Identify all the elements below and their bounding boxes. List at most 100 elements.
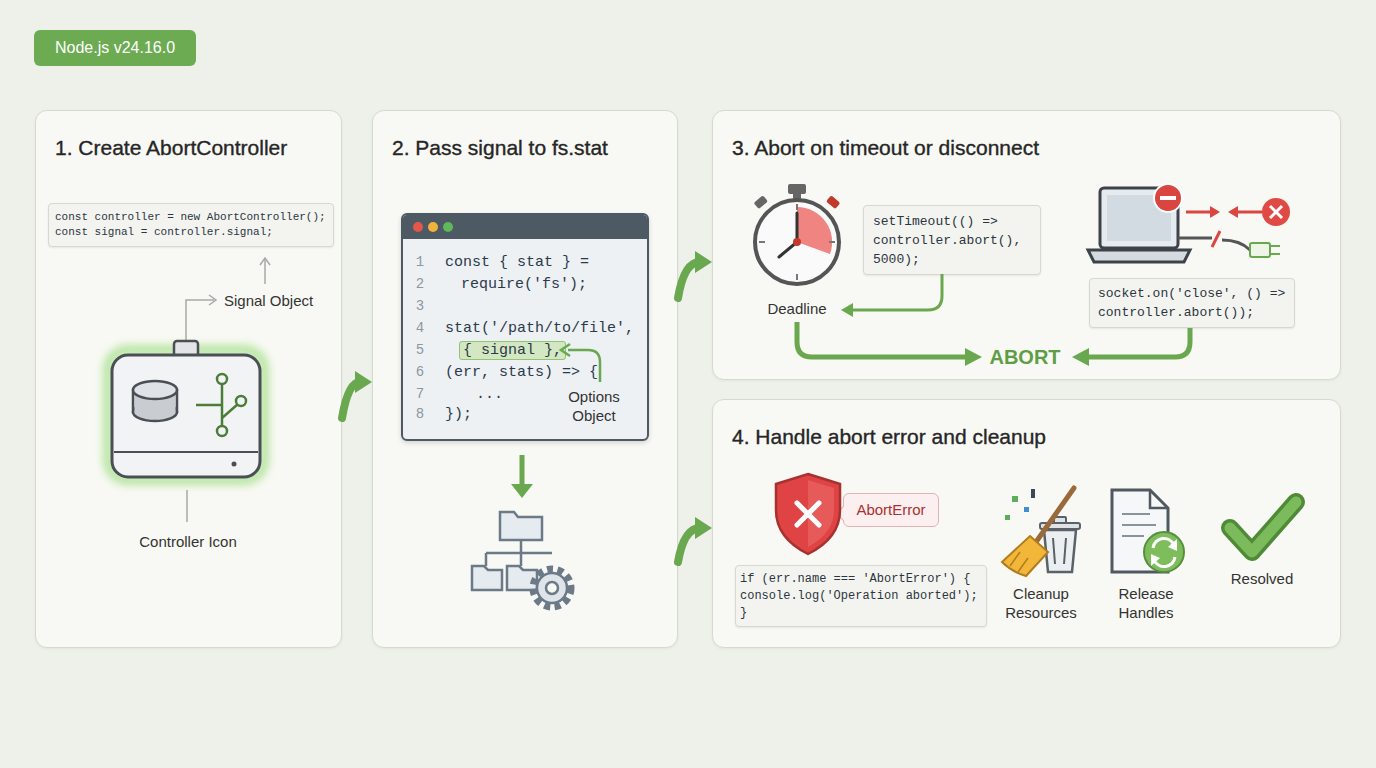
panel-title: 3. Abort on timeout or disconnect (732, 135, 1039, 161)
release-handles-icon-part (1150, 490, 1168, 508)
code-text: setTimeout(() => controller.abort(), 500… (873, 212, 1031, 269)
flow-arrow (342, 371, 372, 418)
abort-arrows-part (797, 322, 967, 357)
laptop-disconnect-icon-part (1154, 184, 1182, 212)
abort-arrows-part (1072, 348, 1089, 366)
signal-arrow-part (260, 258, 270, 265)
file-system-icon-part (472, 566, 502, 590)
release-handles-icon-part (1144, 532, 1184, 572)
file-system-icon-part (507, 566, 537, 590)
illustration-part-part (759, 241, 765, 243)
cleanup-icon-part (1053, 538, 1055, 564)
panel-title: 4. Handle abort error and cleanup (732, 424, 1046, 450)
code-text: socket.on('close', () => controller.abor… (1098, 284, 1286, 322)
release-handles-icon-part (1122, 524, 1156, 526)
illustration-part (759, 204, 835, 280)
cleanup-icon-part (1044, 530, 1076, 572)
controller-icon-part (112, 355, 260, 477)
down-arrow-part (520, 455, 525, 486)
flow-arrow-head (695, 251, 712, 273)
window-dot (428, 222, 438, 232)
cleanup-icon-part (1054, 517, 1066, 523)
error-shield-icon-part (797, 503, 819, 525)
window-dot (413, 222, 423, 232)
cleanup-icon-part (1012, 496, 1018, 502)
stopwatch-icon-part (788, 184, 806, 194)
release-handles-icon-part (1168, 539, 1177, 551)
controller-icon-part (133, 381, 177, 399)
controller-icon-part (135, 392, 176, 411)
laptop-disconnect-icon-part (1222, 240, 1250, 250)
code-line: require('fs'); (461, 275, 587, 295)
laptop-disconnect-icon-part (1160, 196, 1176, 200)
error-bubble: AbortError (843, 493, 939, 527)
cleanup-icon-part (1002, 536, 1048, 576)
code-box: socket.on('close', () => controller.abor… (1089, 278, 1295, 328)
code-line: stat('/path/to/file', (445, 319, 634, 339)
laptop-disconnect-icon-part (1262, 198, 1290, 226)
file-system-icon (472, 512, 571, 607)
panel-title: 2. Pass signal to fs.stat (392, 135, 608, 161)
file-system-icon-part (533, 569, 571, 607)
resolved-check-icon (1230, 502, 1296, 552)
deadline-leader-part (841, 303, 853, 317)
release-handles-icon-part (1154, 557, 1175, 567)
code-window: const { stat } =require('fs'); stat('/pat… (401, 213, 649, 441)
cleanup-icon-part (1040, 523, 1080, 529)
code-text: const controller = new AbortController()… (55, 210, 327, 240)
code-line: { signal }, (463, 341, 566, 361)
laptop-disconnect-icon-part (1270, 253, 1280, 255)
laptop-disconnect-icon-part (1100, 188, 1178, 248)
step-panel: 1. Create AbortController const controlle… (35, 110, 342, 648)
laptop-disconnect-icon-part (1270, 206, 1282, 218)
stopwatch-icon-part (796, 213, 799, 242)
controller-icon (108, 341, 264, 480)
flow-arrow-shaft (678, 528, 700, 562)
error-shield-icon-part (808, 480, 834, 547)
release-handles-icon-part (1151, 554, 1160, 566)
code-line: const { stat } = (445, 253, 589, 273)
deadline-leader-part (852, 274, 942, 310)
controller-icon-part (108, 350, 264, 480)
file-system-icon-part (486, 540, 552, 566)
laptop-disconnect-icon-part (1088, 250, 1190, 262)
flow-arrow-shaft (342, 382, 360, 418)
release-handles-icon-part (1112, 490, 1168, 572)
laptop-disconnect-icon-part (1212, 231, 1220, 247)
cleanup-icon-part (1024, 507, 1029, 512)
stopwatch-icon-part (793, 193, 801, 201)
bubble-tail (836, 506, 852, 522)
cleanup-icon-part (1005, 515, 1010, 520)
step-panel: 4. Handle abort error and cleanupAbortEr… (712, 399, 1341, 648)
laptop-disconnect-icon-part (1107, 195, 1171, 241)
laptop-disconnect-icon-part (1250, 243, 1270, 257)
laptop-disconnect-icon (1088, 184, 1290, 262)
window-dot (443, 222, 453, 232)
illustration-part-part (829, 241, 835, 243)
panel-title: 1. Create AbortController (55, 135, 287, 161)
options-leader-part (568, 350, 600, 382)
signal-arrow (186, 258, 270, 522)
cleanup-icon-part (1036, 488, 1074, 542)
error-shield-icon-part (776, 474, 840, 554)
stopwatch-icon (754, 184, 841, 284)
error-shield-icon-part (797, 503, 819, 525)
signal-arrow-part (186, 300, 214, 343)
illustration-part (196, 383, 238, 427)
abort-arrows-part (965, 348, 982, 366)
deadline-leader (841, 274, 942, 317)
stopwatch-icon-part (826, 195, 840, 209)
illustration-part-part (222, 404, 238, 418)
step-panel: 2. Pass signal to fs.stat const { stat } … (372, 110, 678, 648)
flow-arrow-shaft (678, 262, 700, 298)
stopwatch-icon-part (797, 207, 832, 254)
options-leader (561, 344, 600, 382)
controller-icon-part (174, 341, 198, 357)
resolved-check-icon-part (1230, 502, 1296, 552)
stopwatch-icon-part (754, 195, 768, 209)
controller-icon-part (236, 396, 246, 406)
cleanup-icon-part (1010, 552, 1020, 566)
code-highlight: { signal }, (459, 341, 566, 360)
laptop-disconnect-icon-part (1210, 206, 1220, 218)
